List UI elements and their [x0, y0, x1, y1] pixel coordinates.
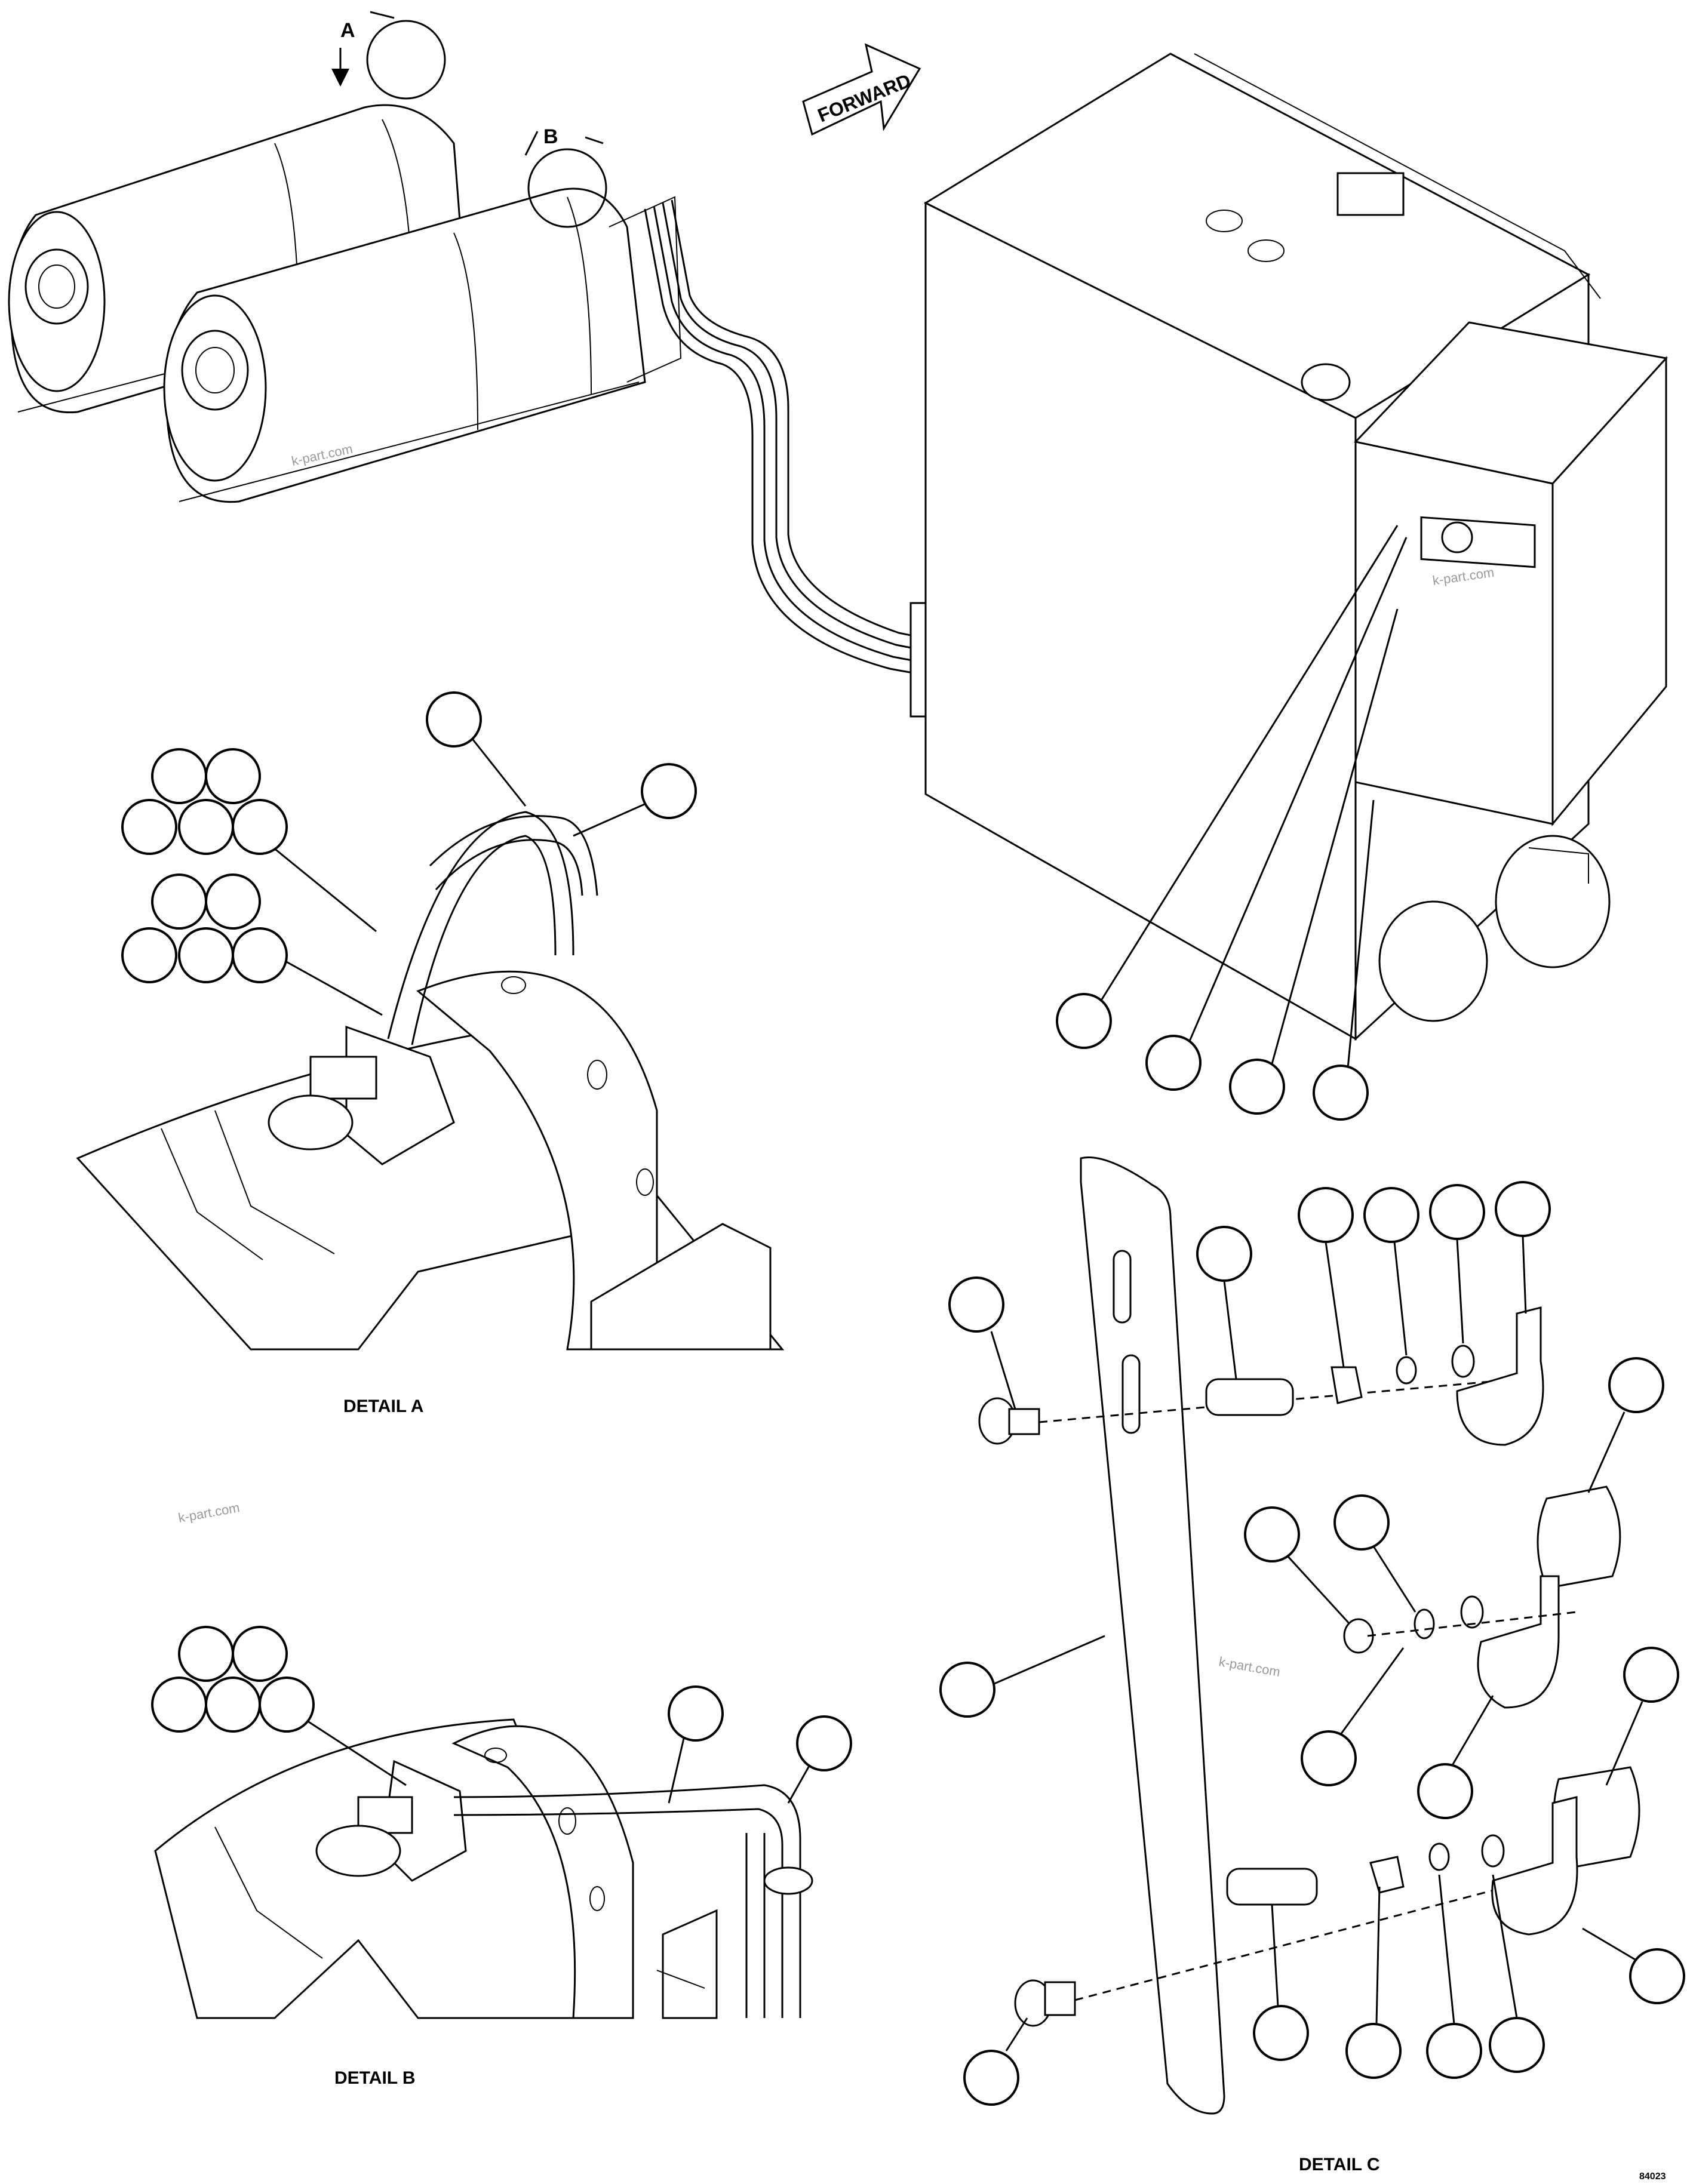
detail-b-caption: DETAIL B [334, 2068, 416, 2088]
detail-a-view [76, 811, 785, 1351]
detail-b-view [154, 1718, 813, 2019]
watermark-3: k-part.com [177, 1500, 241, 1525]
watermark-4: k-part.com [1218, 1654, 1282, 1679]
forward-arrow: FORWARD [802, 43, 921, 136]
electronics-box [1354, 321, 1668, 827]
tank-drums [1378, 835, 1611, 1022]
detail-c-view [978, 1156, 1640, 2115]
detail-a-caption: DETAIL A [343, 1396, 423, 1416]
detail-c-balloons [939, 1181, 1685, 2106]
detail-a-balloons [121, 691, 697, 1016]
aftertreatment-canister-front [163, 187, 682, 503]
main-view-balloons [1056, 525, 1408, 1121]
view-b-marker: B [543, 125, 558, 148]
drawing-number: 84023 [1639, 2171, 1666, 2182]
detail-c-caption: DETAIL C [1299, 2155, 1380, 2174]
detail-b-balloons [151, 1626, 852, 1804]
view-a-marker: A [340, 19, 355, 42]
